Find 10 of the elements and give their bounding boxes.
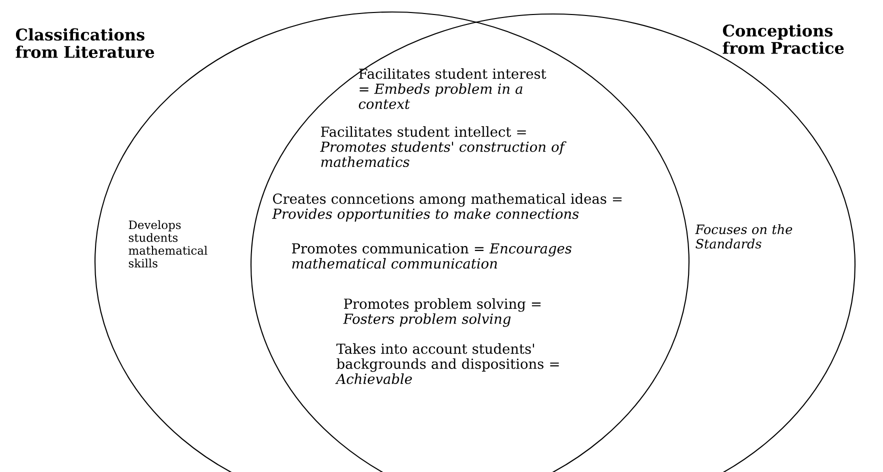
- overlap-text: Facilitates student interest = Embeds problem in a context: [358, 68, 546, 110]
- circle-heading: Classifications from Literature: [16, 28, 154, 58]
- circle-text: Develops students mathematical skills: [128, 220, 208, 268]
- overlap-text: Facilitates student intellect = Promotes students' construction of mathematics: [320, 126, 566, 168]
- circle-text: Focuses on the Standards: [695, 224, 792, 249]
- overlap-text: Creates conncetions among mathematical ideas = Provides opportunities to make connections: [272, 193, 622, 222]
- circle-heading: Conceptions from Practice: [722, 24, 844, 54]
- overlap-text: Promotes problem solving = Fosters problem solving: [343, 298, 541, 327]
- overlap-text: Takes into account students' backgrounds and dispositions = Achievable: [335, 343, 559, 384]
- overlap-text: Promotes communication = Encourages mathematical communication: [292, 243, 572, 269]
